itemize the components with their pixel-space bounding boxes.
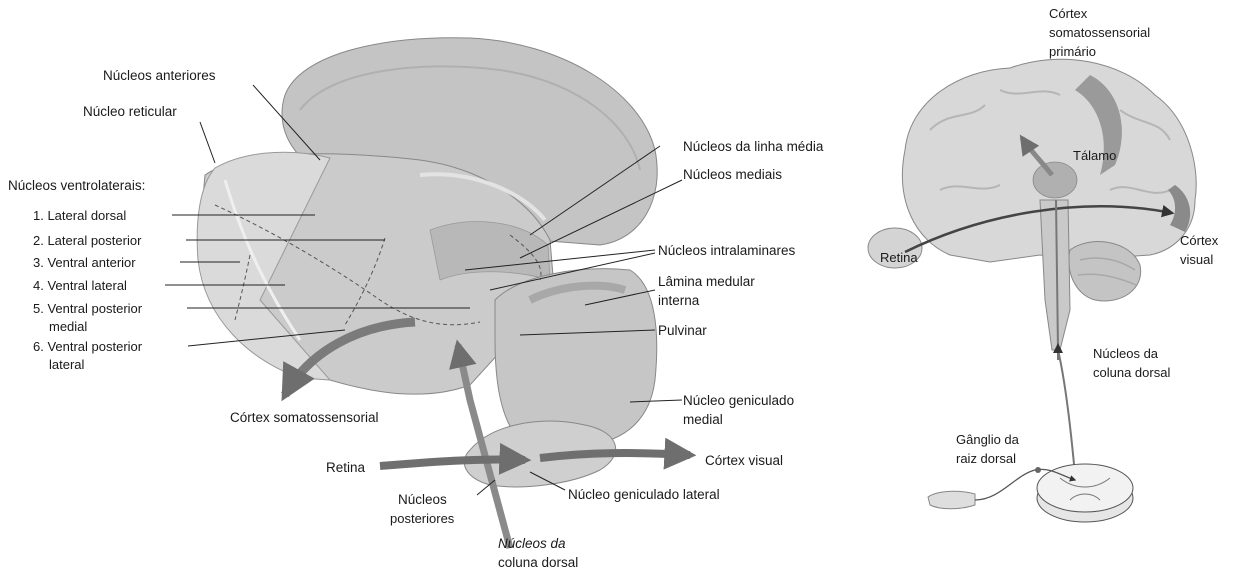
label-ventral-lateral: 4. Ventral lateral xyxy=(33,278,127,293)
thalamus-illustration xyxy=(197,38,690,548)
skin-shape xyxy=(928,491,975,508)
label-nucleos-posteriores-2: posteriores xyxy=(390,511,454,526)
label-retina-right: Retina xyxy=(880,250,918,265)
label-ventral-anterior: 3. Ventral anterior xyxy=(33,255,136,270)
label-cortex-visual-left: Córtex visual xyxy=(705,453,783,468)
label-geniculado-medial-2: medial xyxy=(683,412,723,427)
spinal-cord-section xyxy=(1037,464,1133,522)
label-ventral-posterior-lateral-2: lateral xyxy=(49,357,84,372)
label-ventral-posterior-medial-1: 5. Ventral posterior xyxy=(33,301,142,316)
label-lamina-medular-1: Lâmina medular xyxy=(658,274,755,289)
visual-cortex-arrow xyxy=(540,453,690,458)
label-lateral-posterior: 2. Lateral posterior xyxy=(33,233,141,248)
label-nucleos-linha-media: Núcleos da linha média xyxy=(683,139,823,154)
label-retina-left: Retina xyxy=(326,460,365,475)
label-nucleos-coluna-dorsal-left-1: Núcleos da xyxy=(498,536,566,551)
label-nucleo-geniculado-lateral: Núcleo geniculado lateral xyxy=(568,487,720,502)
brainstem-shape xyxy=(1040,200,1070,350)
brain-illustration xyxy=(868,59,1196,522)
label-lamina-medular-2: interna xyxy=(658,293,699,308)
label-nucleos-ventrolaterais: Núcleos ventrolaterais: xyxy=(8,178,145,193)
label-ganglio-1: Gânglio da xyxy=(956,432,1019,447)
label-nucleos-coluna-dorsal-right-2: coluna dorsal xyxy=(1093,365,1170,380)
label-geniculado-medial-1: Núcleo geniculado xyxy=(683,393,794,408)
label-ventral-posterior-lateral-1: 6. Ventral posterior xyxy=(33,339,142,354)
dorsal-root-ganglion xyxy=(1035,467,1041,473)
label-nucleos-coluna-dorsal-left-2: coluna dorsal xyxy=(498,555,578,570)
label-pulvinar: Pulvinar xyxy=(658,323,707,338)
label-lateral-dorsal: 1. Lateral dorsal xyxy=(33,208,126,223)
thalamus-shape xyxy=(1033,162,1077,198)
label-ventral-posterior-medial-2: medial xyxy=(49,319,87,334)
label-cortex-visual-right-2: visual xyxy=(1180,252,1213,267)
label-talamo: Tálamo xyxy=(1073,148,1116,163)
label-nucleos-intralaminares: Núcleos intralaminares xyxy=(658,243,795,258)
label-nucleos-coluna-dorsal-right-1: Núcleos da xyxy=(1093,346,1158,361)
label-cortex-somatossensorial: Córtex somatossensorial xyxy=(230,410,379,425)
label-cortex-somato-primario-2: somatossensorial xyxy=(1049,25,1150,40)
label-cortex-somato-primario-1: Córtex xyxy=(1049,6,1087,21)
label-nucleos-posteriores-1: Núcleos xyxy=(398,492,447,507)
label-ganglio-2: raiz dorsal xyxy=(956,451,1016,466)
label-nucleos-anteriores: Núcleos anteriores xyxy=(103,68,216,83)
label-nucleos-mediais: Núcleos mediais xyxy=(683,167,782,182)
label-cortex-visual-right-1: Córtex xyxy=(1180,233,1218,248)
label-nucleo-reticular: Núcleo reticular xyxy=(83,104,177,119)
label-cortex-somato-primario-3: primário xyxy=(1049,44,1096,59)
